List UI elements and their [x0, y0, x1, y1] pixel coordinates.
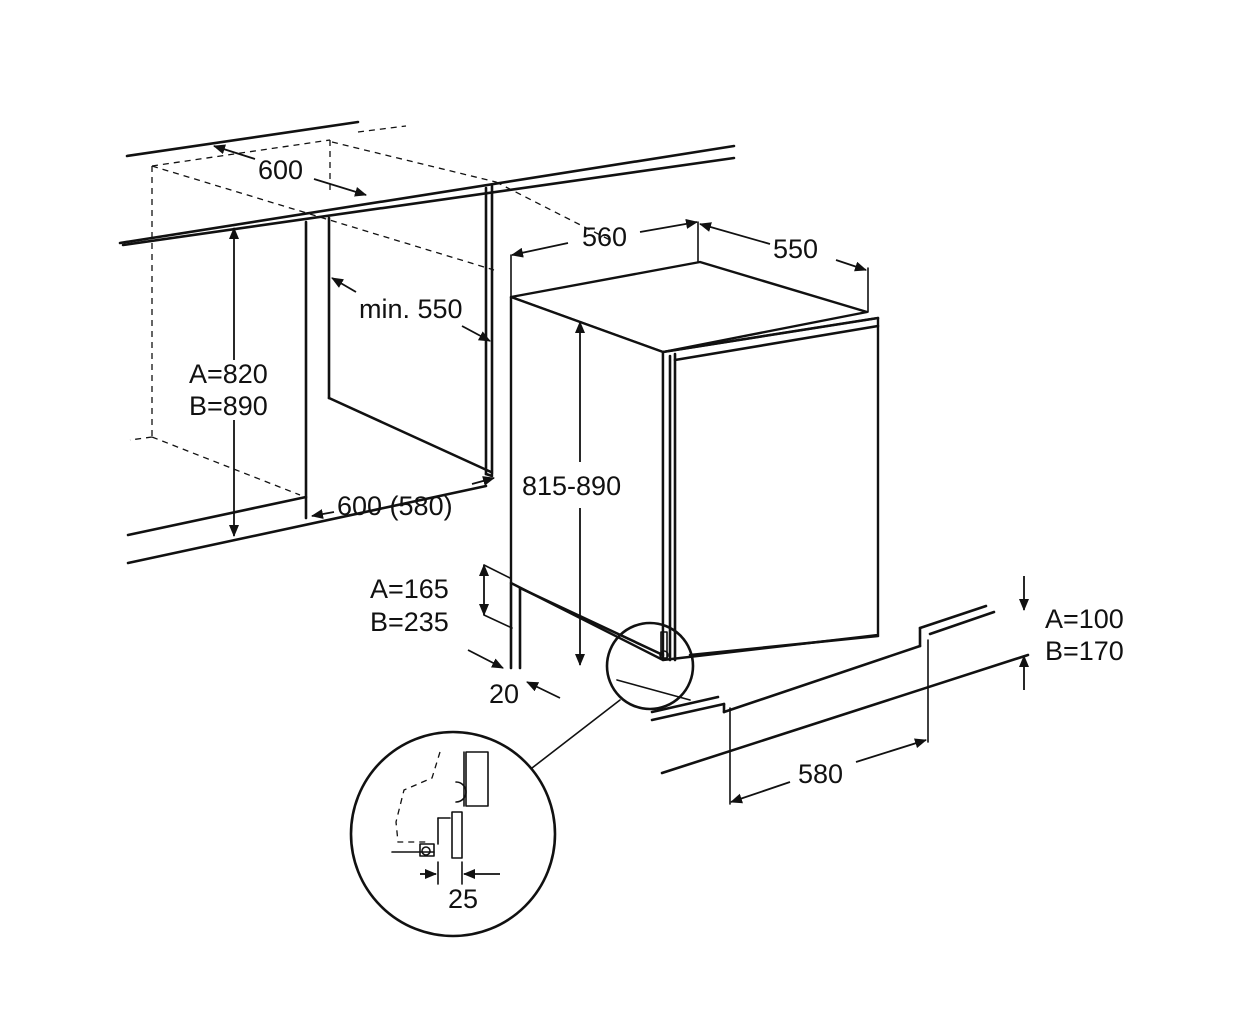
dimension-labels: 600 min. 550 A=820 B=890 600 (580) 560 5…	[189, 155, 1124, 914]
label-plinth-gap-a: A=100	[1045, 604, 1124, 634]
label-appliance-width: 560	[582, 222, 627, 252]
appliance	[509, 260, 880, 670]
label-side-gap: 20	[489, 679, 519, 709]
dimension-lines-niche	[213, 144, 495, 537]
label-niche-height-a: A=820	[189, 359, 268, 389]
label-appliance-depth: 550	[773, 234, 818, 264]
label-plinth-height-b: B=235	[370, 607, 449, 637]
label-plinth-depth: 580	[798, 759, 843, 789]
label-niche-height-b: B=890	[189, 391, 268, 421]
niche-outline	[126, 139, 611, 565]
detail-callout	[349, 621, 695, 938]
label-niche-depth-min: min. 550	[359, 294, 463, 324]
label-appliance-height: 815-890	[522, 471, 621, 501]
label-plinth-height-a: A=165	[370, 574, 449, 604]
worktop	[118, 120, 736, 247]
label-detail-offset: 25	[448, 884, 478, 914]
label-niche-width: 600	[258, 155, 303, 185]
dimension-lines-appliance	[467, 218, 869, 699]
plinth	[650, 576, 1030, 805]
label-niche-depth-bottom: 600 (580)	[337, 491, 453, 521]
label-plinth-gap-b: B=170	[1045, 636, 1124, 666]
